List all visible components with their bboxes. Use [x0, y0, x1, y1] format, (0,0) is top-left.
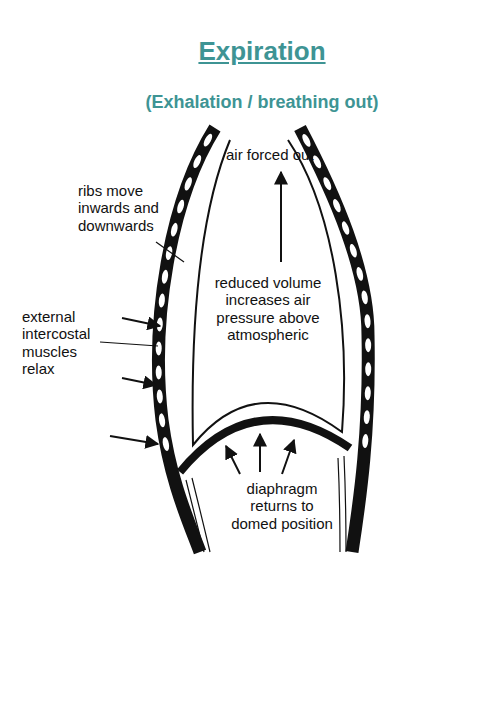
rib-section — [361, 290, 369, 305]
annotation: reduced volume increases air pressure ab… — [201, 274, 335, 343]
inward-arrow — [122, 378, 156, 385]
rib-section — [192, 154, 203, 169]
title: Expiration — [100, 36, 424, 67]
rib-section — [355, 266, 364, 281]
air-arrow — [280, 172, 282, 262]
diaphragm-fibres — [186, 456, 346, 552]
annotation: air forced out — [226, 146, 346, 163]
up-arrow — [259, 434, 261, 472]
rib-section — [363, 410, 370, 424]
inward-arrow — [122, 318, 160, 326]
rib-section — [162, 437, 171, 452]
up-arrow — [282, 440, 294, 474]
rib-section — [348, 243, 358, 258]
rib-section — [365, 386, 371, 400]
rib-section — [156, 341, 162, 355]
rib-section — [322, 176, 333, 191]
rib-section — [158, 413, 166, 428]
leader-line — [100, 342, 158, 346]
rib-section — [365, 362, 371, 376]
rib-sections — [156, 132, 372, 451]
leader-line — [156, 242, 184, 262]
diaphragm — [180, 420, 350, 472]
rib-section — [161, 269, 169, 284]
rib-section — [183, 176, 193, 191]
chest-wall — [159, 128, 215, 552]
rib-section — [364, 314, 371, 328]
rib-section — [301, 133, 313, 148]
rib-section — [156, 365, 162, 379]
annotation: external intercostal muscles relax — [22, 308, 112, 377]
rib-section — [170, 222, 179, 237]
rib-section — [202, 132, 214, 147]
rib-section — [176, 199, 186, 214]
rib-section — [158, 293, 165, 308]
rib-section — [365, 338, 371, 352]
annotation: ribs move inwards and downwards — [78, 182, 180, 234]
rib-section — [156, 389, 163, 403]
subtitle: (Exhalation / breathing out) — [60, 92, 464, 113]
rib-section — [362, 434, 369, 448]
rib-section — [340, 220, 350, 235]
up-arrow — [226, 446, 240, 474]
annotation: diaphragm returns to domed position — [227, 480, 337, 532]
inward-arrow — [110, 436, 158, 444]
rib-section — [331, 198, 342, 213]
